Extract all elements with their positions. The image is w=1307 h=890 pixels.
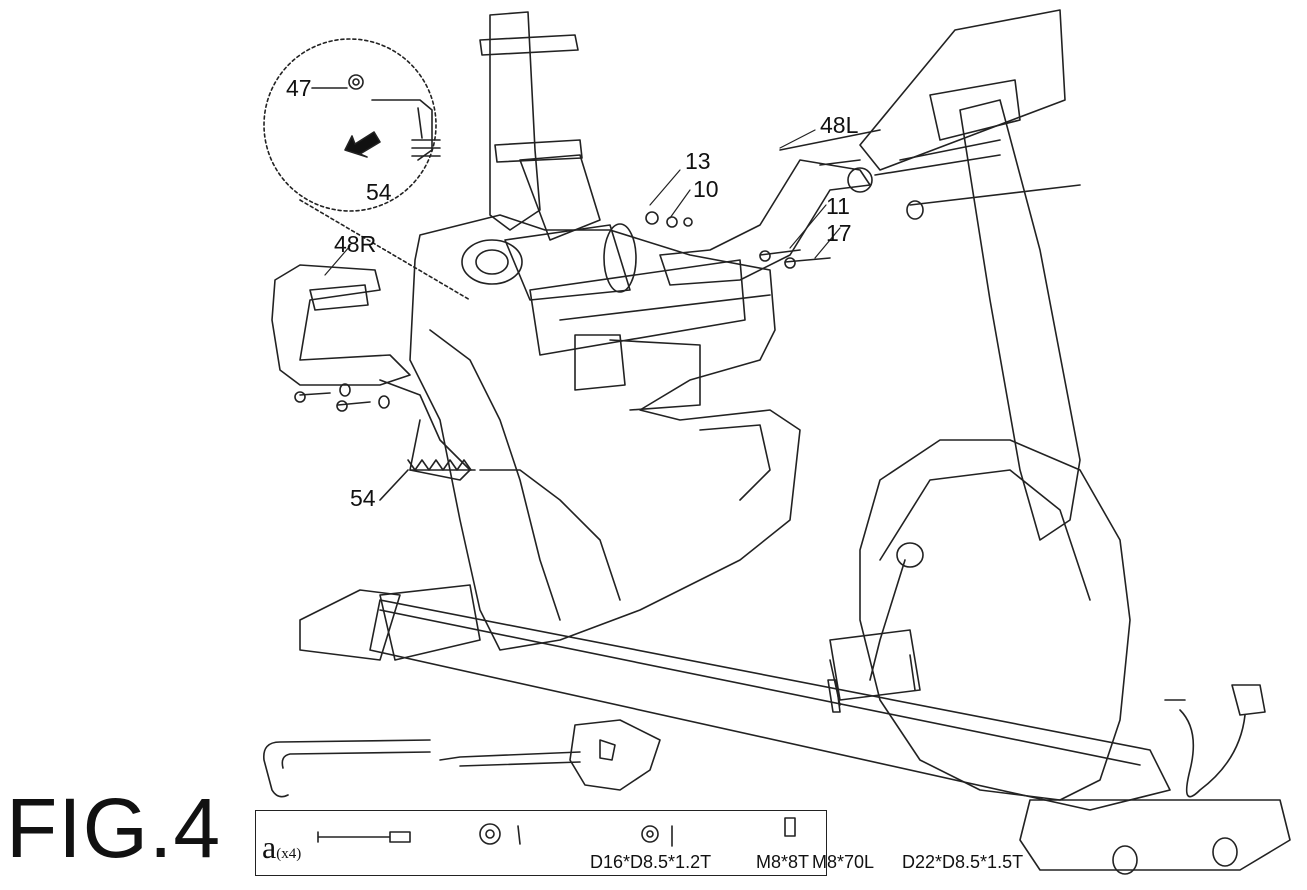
pivot-assembly: [461, 223, 771, 411]
callout-11: 11: [826, 193, 850, 219]
hardware-prefix: a(x4): [262, 829, 302, 865]
console-mast: [874, 99, 1081, 541]
callout-13: 13: [685, 148, 711, 174]
callout-54-spring: 54: [350, 485, 376, 511]
washer-small-icon: [641, 825, 659, 843]
spring: [379, 459, 476, 501]
spec-washer-small: D16*D8.5*1.2T: [590, 852, 712, 872]
callout-48R: 48R: [334, 231, 377, 257]
leader-lines: [324, 129, 841, 276]
console-display: [859, 9, 1066, 171]
power-adapter-icon: [1164, 684, 1266, 798]
callout-17: 17: [826, 220, 852, 246]
callout-10: 10: [693, 176, 719, 202]
direction-arrow-icon: [344, 131, 381, 158]
pedal: [827, 629, 921, 713]
callout-47: 47: [286, 75, 312, 101]
figure-label: FIG.4: [6, 781, 222, 875]
flywheel-housing: [859, 439, 1131, 801]
base-frame: [299, 584, 1291, 875]
allen-key-icon: [263, 739, 431, 798]
callout-48L: 48L: [820, 112, 859, 138]
spec-nut: M8*8T: [756, 852, 810, 872]
main-frame-shroud: [409, 214, 801, 651]
callout-54-detail: 54: [366, 179, 392, 205]
handlebar-left: [659, 129, 881, 286]
seat-post: [479, 11, 601, 241]
handlebar-right: [271, 264, 471, 481]
spec-washer-large: D22*D8.5*1.5T: [902, 852, 1024, 872]
washer-icon: [479, 823, 501, 845]
screwdriver-icon: [439, 719, 661, 791]
spec-bolt: M8*70L: [812, 852, 875, 872]
detail-circle: [263, 38, 471, 301]
bolt-icon: [317, 831, 411, 843]
hardware-bolts: [294, 211, 831, 412]
hardware-quantity: (x4): [276, 846, 302, 862]
hardware-box: a(x4) D16*D8.5*1.2T M8*8T M8*70L D22*D8.…: [255, 810, 1023, 876]
nut-icon: [784, 817, 796, 837]
hardware-box-icons: [317, 817, 796, 847]
